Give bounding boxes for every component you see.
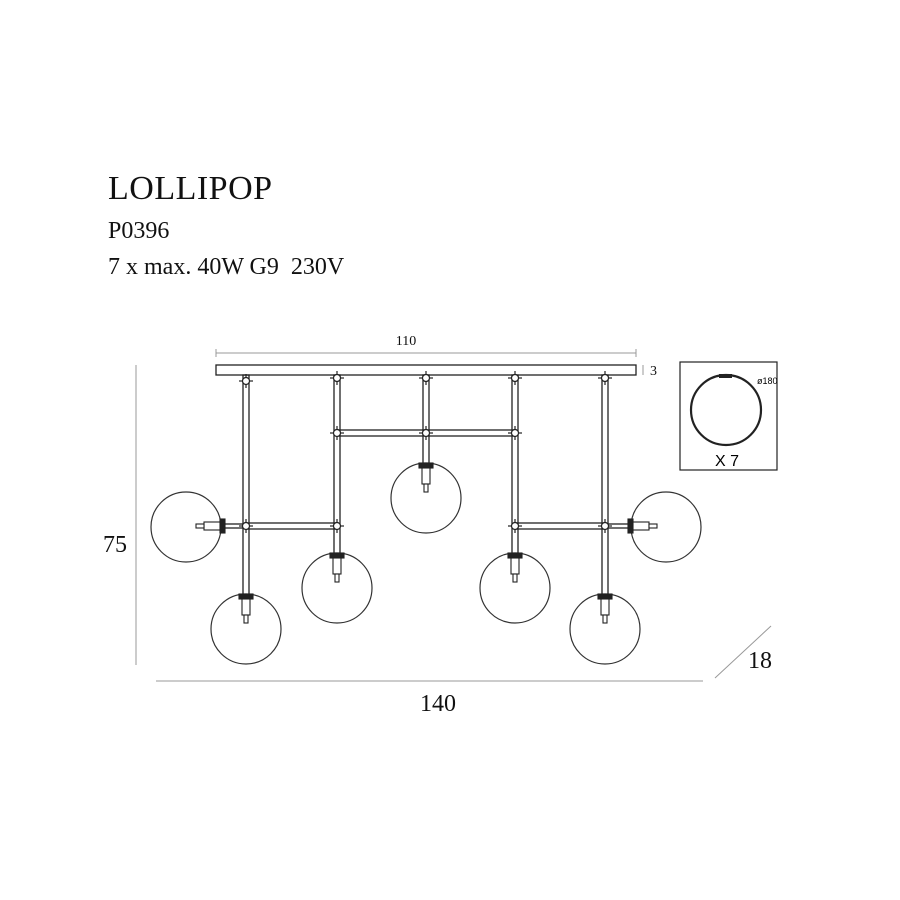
dim-depth-label: 18 [748,648,772,674]
product-code: P0396 [108,218,170,244]
dim-width: 140 [156,680,703,717]
frame-joints [238,370,613,534]
globes [150,462,702,665]
dim-height-label: 75 [103,532,127,558]
dim-depth: 18 [714,625,772,679]
dim-width-label: 140 [420,691,456,717]
sockets [195,462,658,624]
dim-canopy-length: 110 [215,334,637,357]
product-spec: 7 x max. 40W G9 230V [108,254,345,280]
dim-canopy-thickness: 3 [642,364,657,379]
product-name: LOLLIPOP [108,170,273,207]
dim-canopy-length-label: 110 [396,334,416,349]
detail-quantity-label: X 7 [715,453,739,470]
detail-diameter-label: ø180 [757,376,778,386]
dim-height: 75 [103,365,137,665]
globe-detail-inset: ø180 X 7 [679,361,778,471]
dim-canopy-thickness-label: 3 [650,364,657,379]
